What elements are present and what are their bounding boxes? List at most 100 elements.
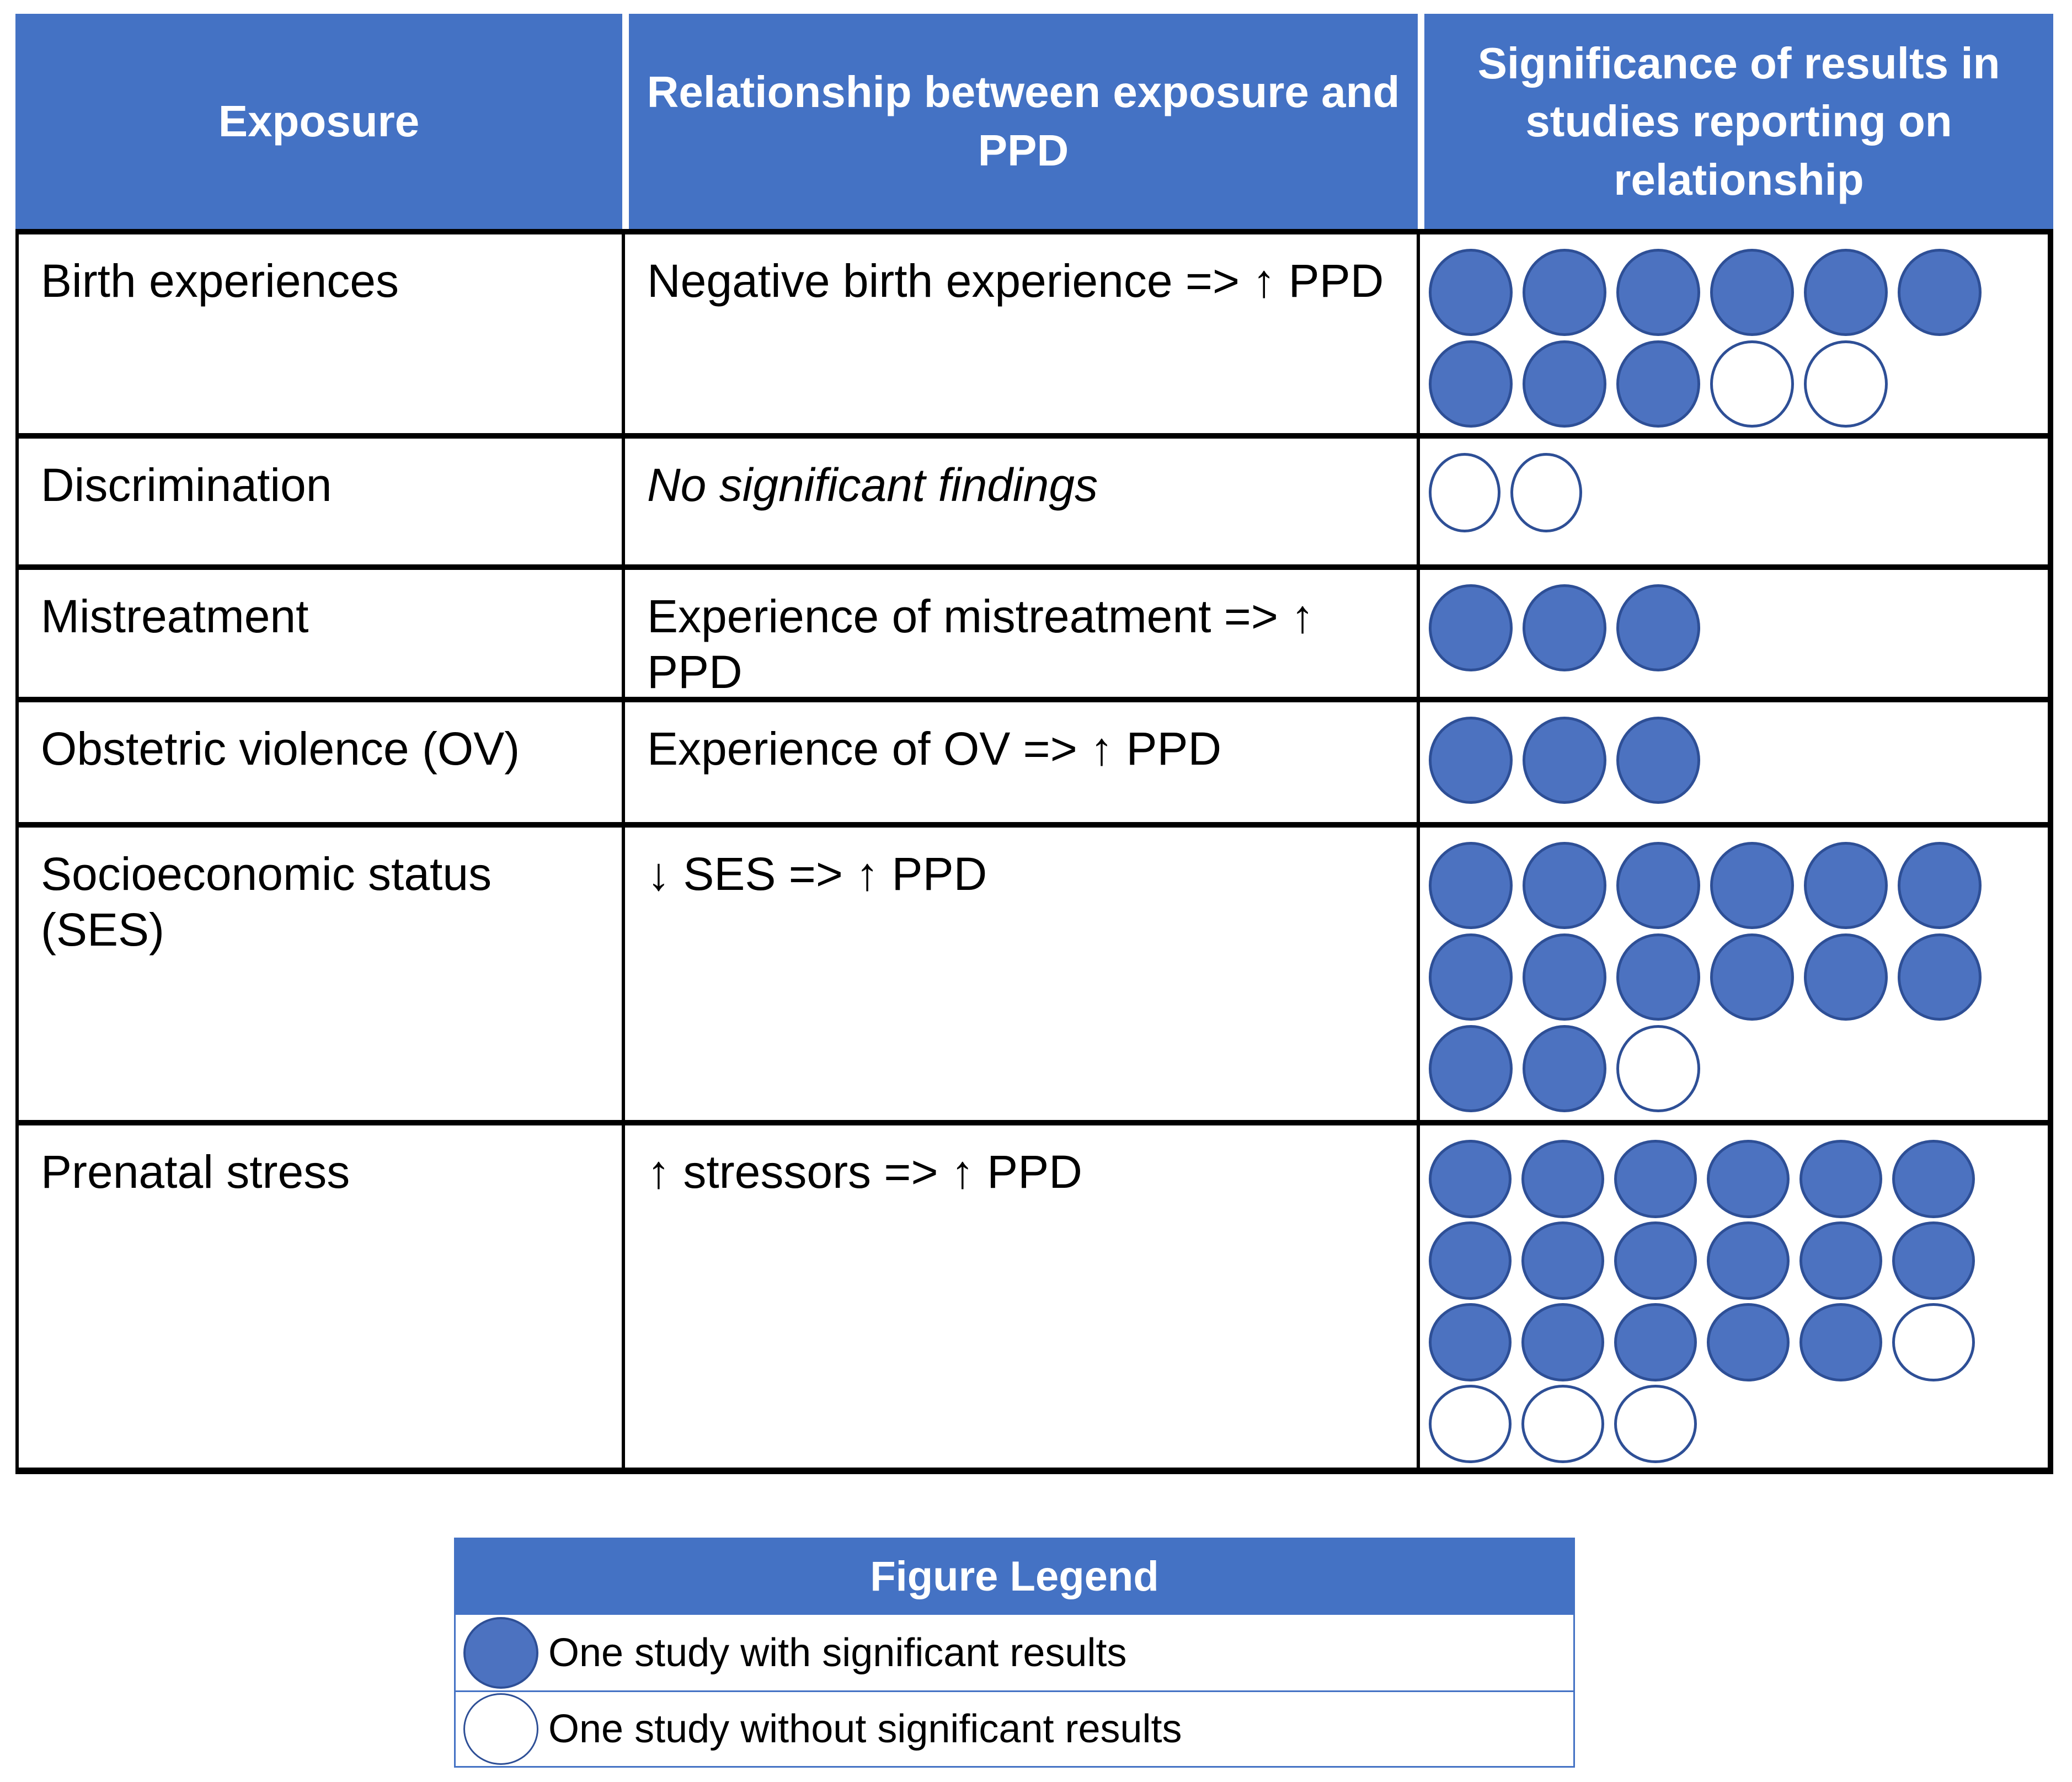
significant-study-dot-icon	[1616, 249, 1700, 336]
significant-study-dot-icon	[1429, 249, 1513, 336]
study-dot-row	[1429, 933, 2048, 1025]
relationship-label: No significant findings	[647, 459, 1098, 511]
study-dot-row	[1429, 249, 2048, 340]
table-row: Obstetric violence (OV) Experience of OV…	[19, 702, 2048, 828]
legend-item-label: One study with significant results	[548, 1630, 1127, 1675]
nonsignificant-study-dot-icon	[1710, 340, 1794, 428]
study-dot-row	[1429, 340, 2048, 432]
significant-study-dot-icon	[1799, 1303, 1882, 1381]
significant-study-dot-icon	[1707, 1221, 1790, 1300]
exposure-label: Obstetric violence (OV)	[41, 723, 520, 775]
relationship-cell: No significant findings	[625, 439, 1420, 564]
significant-study-dot-icon	[1616, 717, 1700, 804]
significant-study-dot-icon	[1614, 1303, 1697, 1381]
exposure-label: Discrimination	[41, 459, 332, 511]
figure-legend: Figure Legend One study with significant…	[454, 1538, 1575, 1768]
nonsignificant-study-dot-icon	[1616, 1025, 1700, 1112]
significance-cell	[1420, 1125, 2048, 1468]
significant-study-dot-icon	[1521, 1303, 1604, 1381]
significant-study-dot-icon	[1429, 717, 1513, 804]
significant-study-dot-icon	[1523, 717, 1606, 804]
significant-study-dot-icon	[1429, 1025, 1513, 1112]
legend-item-label: One study without significant results	[548, 1707, 1182, 1751]
significant-study-dot-icon	[1523, 249, 1606, 336]
relationship-label: Experience of OV => ↑ PPD	[647, 723, 1222, 775]
study-dot-grid	[1420, 570, 2048, 676]
significant-study-dot-icon	[1892, 1221, 1975, 1300]
significant-study-dot-icon	[1521, 1221, 1604, 1300]
significant-study-dot-icon	[1799, 1221, 1882, 1300]
relationship-label: Negative birth experience => ↑ PPD	[647, 255, 1384, 307]
table-header-row: Exposure Relationship between exposure a…	[15, 14, 2053, 229]
significant-study-dot-icon	[1523, 340, 1606, 428]
study-dot-grid	[1420, 702, 2048, 808]
significant-study-dot-icon	[1710, 249, 1794, 336]
column-header-exposure: Exposure	[15, 14, 622, 229]
significant-study-dot-icon	[1429, 842, 1513, 929]
significance-cell	[1420, 570, 2048, 697]
significant-study-dot-icon	[1429, 1303, 1512, 1381]
study-dot-row	[1429, 1221, 2048, 1303]
study-dot-grid	[1420, 439, 2048, 537]
relationship-label: ↓ SES => ↑ PPD	[647, 848, 987, 900]
significant-study-dot-icon	[1523, 842, 1606, 929]
empty-circle-icon	[463, 1693, 538, 1765]
nonsignificant-study-dot-icon	[1804, 340, 1888, 428]
legend-item: One study without significant results	[456, 1690, 1573, 1766]
study-dot-grid	[1420, 1125, 2048, 1466]
study-dot-grid	[1420, 234, 2048, 432]
study-dot-row	[1429, 453, 2048, 537]
relationship-cell: Negative birth experience => ↑ PPD	[625, 234, 1420, 433]
legend-item: One study with significant results	[456, 1615, 1573, 1690]
significance-cell	[1420, 234, 2048, 433]
significant-study-dot-icon	[1616, 842, 1700, 929]
significant-study-dot-icon	[1799, 1140, 1882, 1218]
significant-study-dot-icon	[1614, 1221, 1697, 1300]
significant-study-dot-icon	[1523, 933, 1606, 1021]
table-row: Socioeconomic status (SES) ↓ SES => ↑ PP…	[19, 828, 2048, 1125]
relationship-cell: ↓ SES => ↑ PPD	[625, 828, 1420, 1120]
exposure-cell: Prenatal stress	[19, 1125, 625, 1468]
exposure-cell: Obstetric violence (OV)	[19, 702, 625, 822]
legend-title: Figure Legend	[454, 1538, 1575, 1615]
exposure-ppd-table: Exposure Relationship between exposure a…	[15, 14, 2053, 1474]
column-header-relationship: Relationship between exposure and PPD	[629, 14, 1418, 229]
table-row: Mistreatment Experience of mistreatment …	[19, 570, 2048, 702]
table-row: Birth experiences Negative birth experie…	[19, 234, 2048, 439]
significant-study-dot-icon	[1804, 933, 1888, 1021]
significant-study-dot-icon	[1707, 1140, 1790, 1218]
significant-study-dot-icon	[1710, 842, 1794, 929]
study-dot-row	[1429, 717, 2048, 808]
relationship-cell: Experience of OV => ↑ PPD	[625, 702, 1420, 822]
significant-study-dot-icon	[1710, 933, 1794, 1021]
significant-study-dot-icon	[1429, 584, 1513, 671]
table-row: Prenatal stress ↑ stressors => ↑ PPD	[19, 1125, 2048, 1468]
column-header-significance: Significance of results in studies repor…	[1424, 14, 2053, 229]
nonsignificant-study-dot-icon	[1429, 453, 1500, 532]
significant-study-dot-icon	[1616, 933, 1700, 1021]
relationship-cell: ↑ stressors => ↑ PPD	[625, 1125, 1420, 1468]
exposure-cell: Socioeconomic status (SES)	[19, 828, 625, 1120]
study-dot-row	[1429, 584, 2048, 676]
exposure-label: Prenatal stress	[41, 1146, 350, 1198]
significant-study-dot-icon	[1614, 1140, 1697, 1218]
nonsignificant-study-dot-icon	[1614, 1385, 1697, 1463]
study-dot-row	[1429, 1385, 2048, 1466]
significant-study-dot-icon	[1892, 1140, 1975, 1218]
significant-study-dot-icon	[1898, 842, 1982, 929]
filled-circle-icon	[463, 1616, 538, 1689]
significant-study-dot-icon	[1521, 1140, 1604, 1218]
table-row: Discrimination No significant findings	[19, 439, 2048, 570]
significant-study-dot-icon	[1616, 584, 1700, 671]
exposure-cell: Mistreatment	[19, 570, 625, 697]
exposure-label: Mistreatment	[41, 590, 309, 642]
significance-cell	[1420, 439, 2048, 564]
study-dot-row	[1429, 1025, 2048, 1117]
relationship-label: Experience of mistreatment => ↑ PPD	[647, 590, 1315, 698]
exposure-cell: Birth experiences	[19, 234, 625, 433]
significant-study-dot-icon	[1429, 340, 1513, 428]
significant-study-dot-icon	[1429, 933, 1513, 1021]
nonsignificant-study-dot-icon	[1892, 1303, 1975, 1381]
